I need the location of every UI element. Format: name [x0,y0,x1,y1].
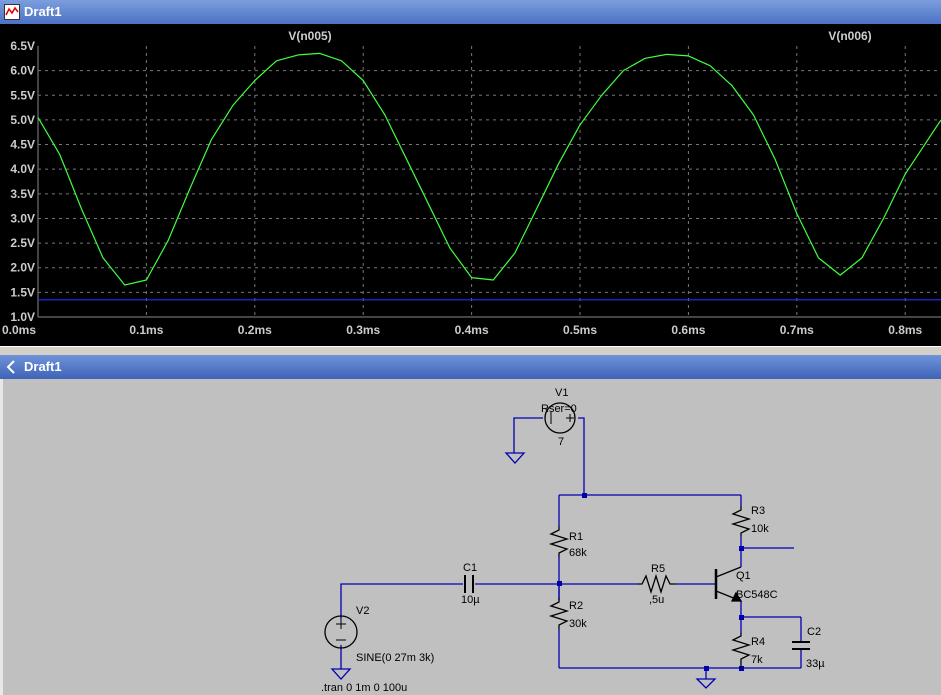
waveform-plot-area[interactable]: 6.5V 6.0V 5.5V 5.0V 4.5V 4.0V 3.5V 3.0V 2.5V 2.0V… [0,24,941,350]
schematic-window-icon [6,360,15,374]
junction-dots [557,493,744,671]
v1-param-label: Rser=0 [541,403,577,415]
y-tick-label: 4.5V [10,138,35,152]
r4-value-label: 7k [751,654,763,666]
capacitors[interactable] [464,575,810,650]
r4-resistor [730,633,752,668]
y-tick-label: 2.0V [10,261,35,275]
schematic-window-title: Draft1 [24,359,62,374]
y-tick-label: 5.0V [10,113,35,127]
trace-label-v-n005[interactable]: V(n005) [288,29,331,43]
r3-value-label: 10k [751,523,769,535]
q1-transistor[interactable] [714,566,743,602]
v2-value-label: SINE(0 27m 3k) [356,652,434,664]
waveform-chart[interactable]: 6.5V 6.0V 5.5V 5.0V 4.5V 4.0V 3.5V 3.0V 2.5V 2.0V… [0,24,941,346]
window-separator [0,346,941,356]
c1-value-label: 10µ [461,594,480,606]
v2-voltage-source[interactable] [324,615,358,649]
x-tick-label: 0.6ms [671,323,705,337]
x-axis-ticks: 0.0ms 0.1ms 0.2ms 0.3ms 0.4ms 0.5ms 0.6ms 0.7ms… [2,323,923,337]
q1-model-label: BC548C [736,589,778,601]
c2-name-label: C2 [807,626,821,638]
x-tick-label: 0.0ms [2,323,36,337]
r1-resistor [548,526,570,557]
r2-name-label: R2 [569,600,583,612]
x-tick-label: 0.1ms [129,323,163,337]
waveform-window-icon [4,4,20,20]
r4-name-label: R4 [751,636,765,648]
x-tick-label: 0.8ms [888,323,922,337]
waveform-window-title: Draft1 [24,4,62,19]
y-tick-label: 2.5V [10,236,35,250]
ground-icon [330,452,717,689]
schematic-canvas[interactable]: V1 Rser=0 7 [0,379,941,695]
plot-traces [37,52,941,301]
v1-value-label: 7 [558,436,564,448]
y-tick-label: 1.0V [10,310,35,324]
r1-value-label: 68k [569,547,587,559]
r2-resistor [548,598,570,629]
schematic-drawing[interactable]: V1 Rser=0 7 [3,379,941,695]
v1-voltage-source[interactable] [544,402,576,434]
c2-value-label: 33µ [806,658,825,670]
y-tick-label: 4.0V [10,162,35,176]
schematic-titlebar[interactable]: Draft1 [0,355,941,379]
x-tick-label: 0.4ms [455,323,489,337]
tran-directive[interactable]: .tran 0 1m 0 100u [321,682,407,694]
waveform-titlebar[interactable]: Draft1 [0,0,941,24]
x-tick-label: 0.7ms [780,323,814,337]
x-tick-label: 0.3ms [346,323,380,337]
y-tick-label: 6.5V [10,39,35,53]
r5-resistor [638,573,676,595]
wires [340,417,802,679]
plot-grid [37,46,941,318]
trace-v-n005[interactable] [37,52,941,286]
r5-value-label: ,5u [649,594,664,606]
x-tick-label: 0.2ms [238,323,272,337]
v2-name-label: V2 [356,605,369,617]
r1-name-label: R1 [569,531,583,543]
q1-name-label: Q1 [736,570,751,582]
y-tick-label: 6.0V [10,64,35,78]
y-tick-label: 3.0V [10,211,35,225]
v1-name-label: V1 [555,387,568,399]
y-tick-label: 1.5V [10,285,35,299]
x-tick-label: 0.5ms [563,323,597,337]
r3-resistor [730,506,752,536]
y-tick-label: 3.5V [10,187,35,201]
r2-value-label: 30k [569,618,587,630]
r3-name-label: R3 [751,505,765,517]
y-tick-label: 5.5V [10,88,35,102]
trace-label-v-n006[interactable]: V(n006) [828,29,871,43]
y-axis-ticks: 6.5V 6.0V 5.5V 5.0V 4.5V 4.0V 3.5V 3.0V 2.5V 2.0V… [10,39,35,324]
r5-name-label: R5 [651,563,665,575]
resistors[interactable] [548,506,752,668]
c1-name-label: C1 [463,562,477,574]
